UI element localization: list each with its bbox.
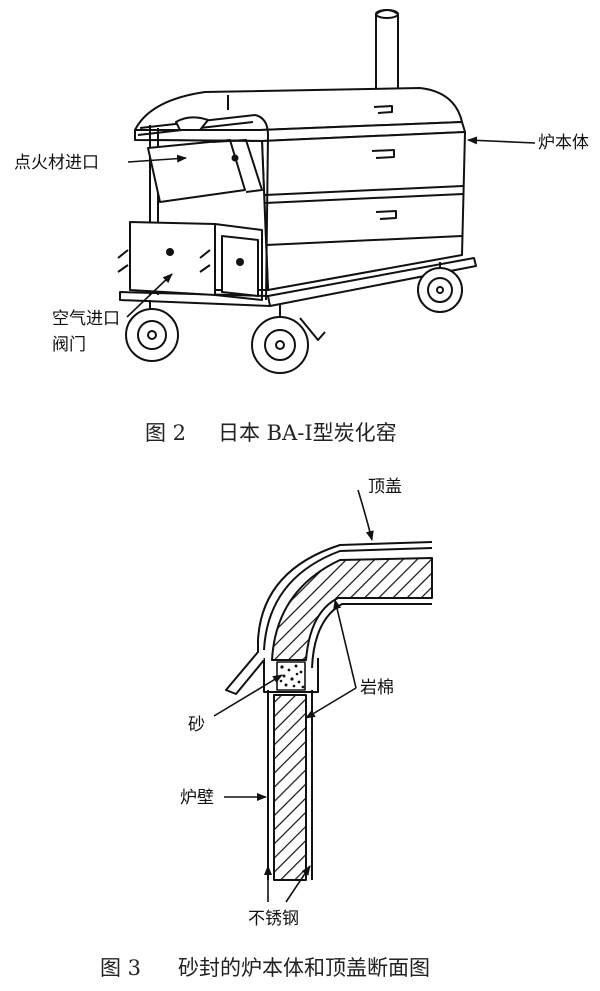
label-ignition-inlet: 点火材进口 [14, 153, 99, 173]
wheel-rear-right [417, 262, 463, 313]
label-air-inlet-line1: 空气进口 [52, 309, 120, 329]
top-cover-section [225, 541, 433, 695]
figure2-caption-title: 日本 BA-Ⅰ型炭化窑 [218, 421, 397, 445]
fig3-leaders [213, 489, 374, 903]
furnace-wall-section [267, 690, 313, 881]
wheel-front-right [251, 305, 326, 374]
ignition-door [147, 116, 263, 203]
label-top-cover: 顶盖 [368, 477, 402, 497]
label-rock-wool: 岩棉 [360, 678, 394, 698]
label-furnace-wall: 炉壁 [180, 788, 214, 808]
chimney [375, 9, 399, 95]
kiln-illustration [117, 9, 477, 374]
figure2-caption-number: 图 2 [145, 421, 186, 445]
label-air-inlet-line2: 阀门 [52, 335, 86, 355]
sand-seal [263, 658, 319, 693]
figure3-caption-number: 图 3 [100, 956, 141, 980]
air-inlet-valve-box [117, 221, 263, 301]
cross-section-diagram [225, 541, 433, 881]
figure3-caption-title: 砂封的炉本体和顶盖断面图 [178, 956, 430, 980]
label-stainless-steel: 不锈钢 [248, 909, 299, 929]
label-furnace-body: 炉本体 [538, 133, 589, 153]
wheel-front-left [125, 300, 179, 362]
fig2-leaders [126, 136, 536, 318]
label-sand: 砂 [188, 715, 205, 735]
